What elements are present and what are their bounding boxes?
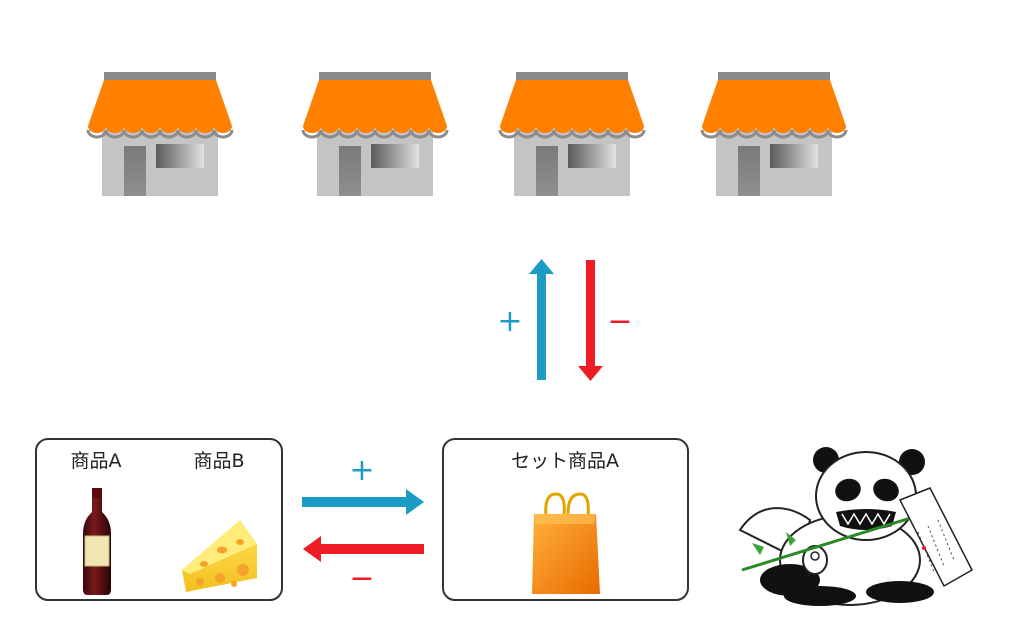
product-b-label: 商品B (193, 450, 244, 472)
cheese-icon (182, 520, 257, 592)
store-icon (700, 70, 848, 198)
wine-bottle-icon (83, 488, 111, 595)
shopping-bag-icon (532, 492, 600, 594)
right-arrow-plus-sign: + (349, 453, 374, 488)
down-arrow-minus-sign: − (607, 304, 632, 339)
store-icon (301, 70, 449, 198)
set-product-label: セット商品A (511, 450, 619, 472)
store-icon (86, 70, 234, 198)
left-arrow-minus-sign: − (349, 561, 374, 596)
right-arrow-increase (302, 489, 424, 515)
up-arrow-increase (529, 259, 554, 380)
left-arrow-decrease (303, 536, 424, 562)
down-arrow-decrease (578, 260, 603, 381)
store-icon (498, 70, 646, 198)
up-arrow-plus-sign: + (497, 304, 522, 339)
panda-mascot-icon (738, 447, 973, 606)
product-a-label: 商品A (71, 450, 122, 472)
